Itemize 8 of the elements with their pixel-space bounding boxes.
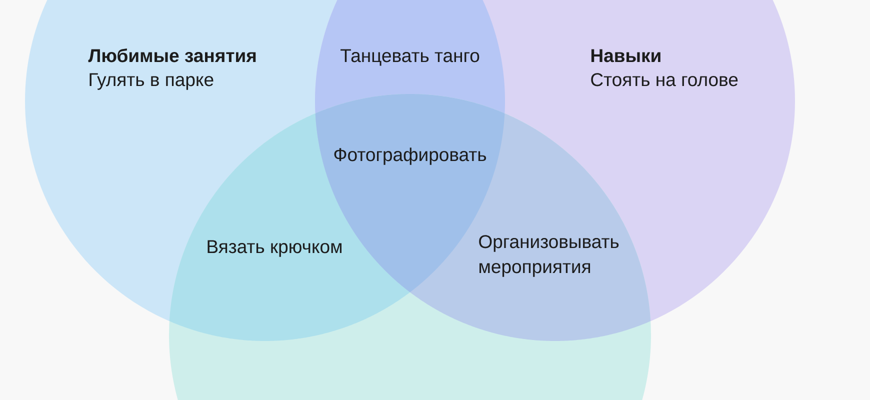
- set-heading: Любимые занятия: [88, 48, 256, 62]
- item-label: Вязать крючком: [208, 240, 342, 257]
- item-label: Фотографировать: [334, 148, 486, 165]
- item-label: Гулять в парке: [90, 73, 214, 90]
- set-heading: Навыки: [591, 49, 660, 62]
- item-label: Танцевать танго: [340, 49, 480, 66]
- item-label: Организовывать мероприятия: [479, 235, 619, 277]
- item-label: Стоять на голове: [591, 73, 738, 86]
